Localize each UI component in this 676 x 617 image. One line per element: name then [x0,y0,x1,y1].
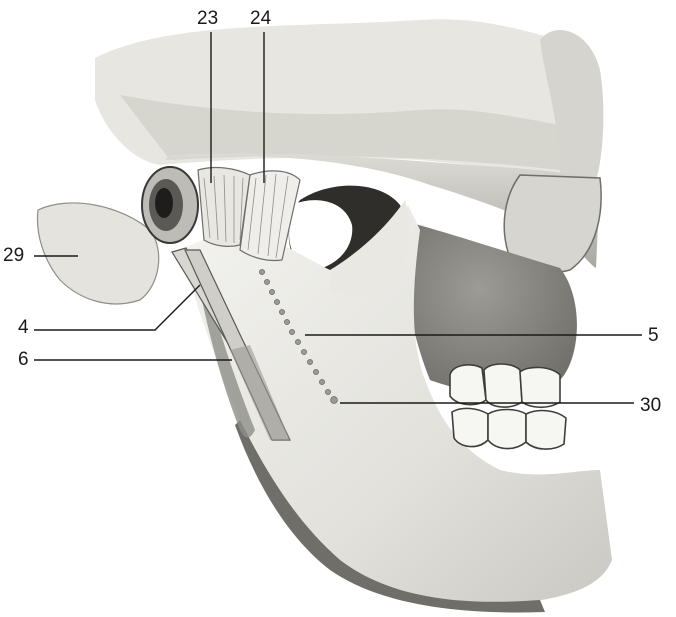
ear-canal [142,167,198,243]
upper-molar-3 [520,367,560,407]
lower-molar-1 [452,408,488,446]
upper-molar-1 [450,365,486,405]
label-4: 4 [18,318,29,338]
label-30: 30 [640,396,661,416]
lower-molar-2 [488,410,526,449]
teeth [450,364,566,449]
mastoid-process [37,203,158,304]
label-23: 23 [197,9,218,29]
lower-molar-3 [526,411,566,450]
upper-molar-2 [484,364,522,407]
label-5: 5 [648,326,659,346]
label-29: 29 [3,246,24,266]
label-6: 6 [18,350,29,370]
label-24: 24 [250,9,271,29]
